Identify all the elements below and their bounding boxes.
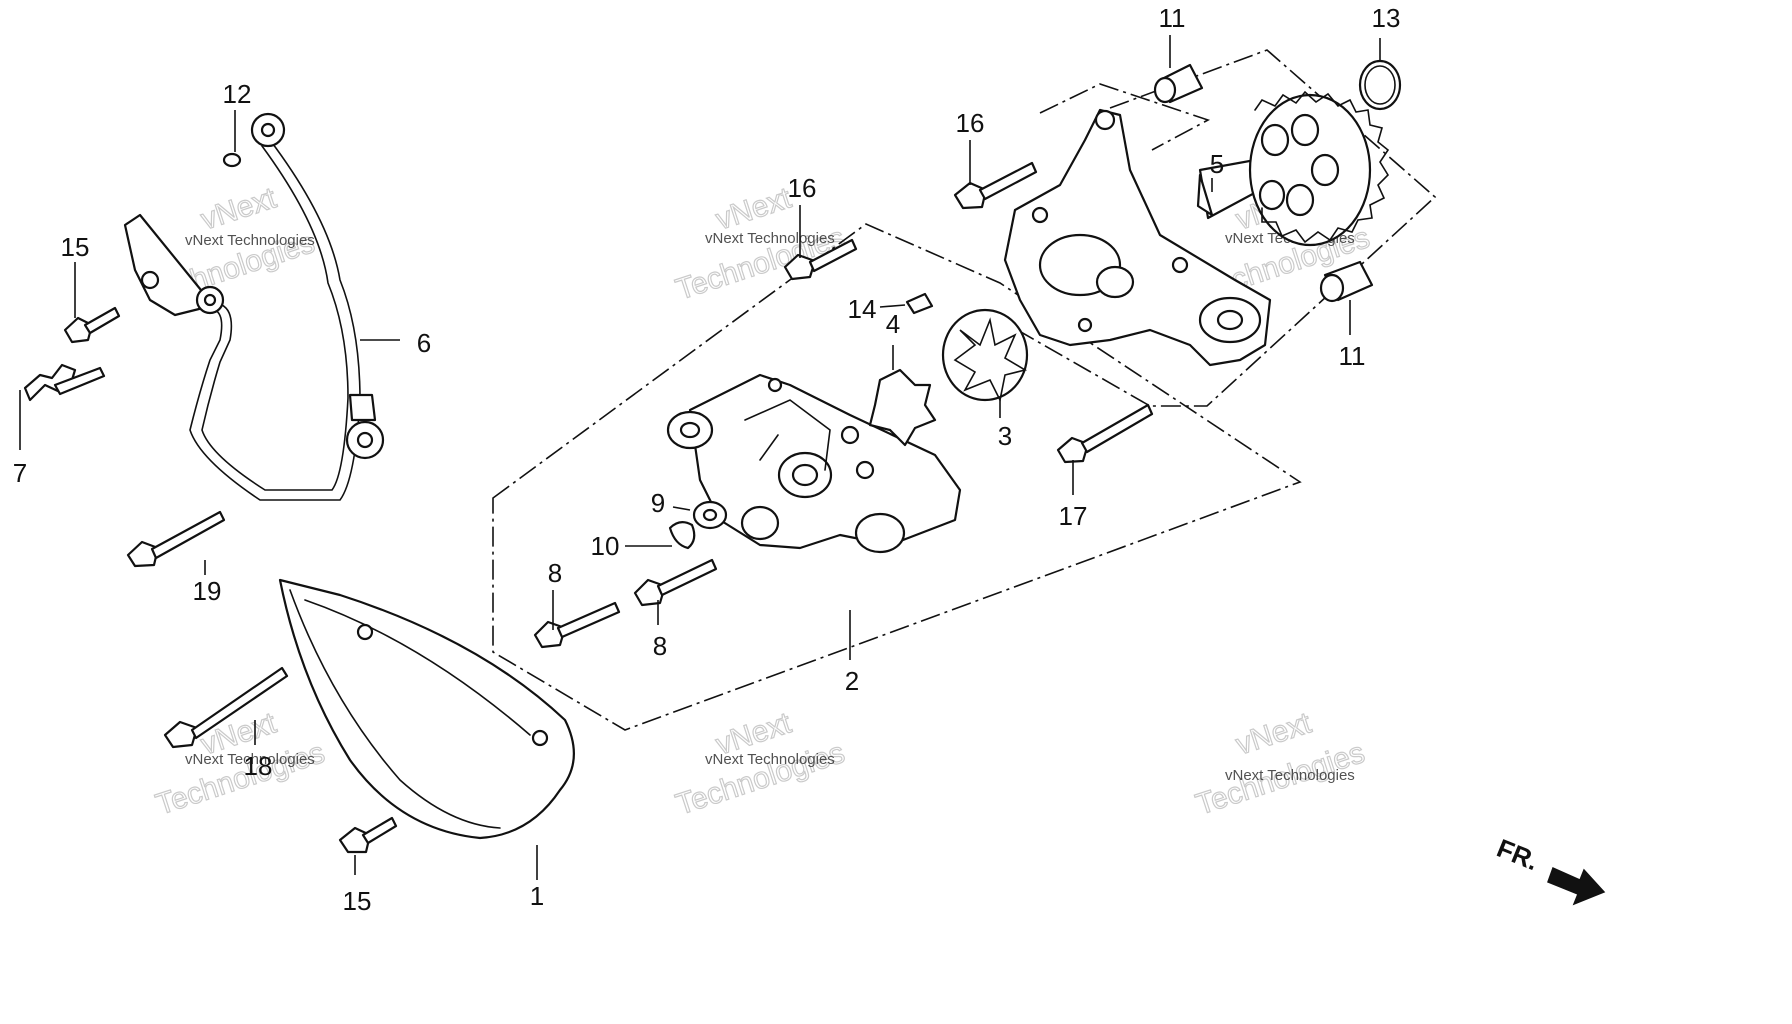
- callout-16b: 16: [788, 173, 817, 203]
- part-17-bolt: [1056, 403, 1154, 464]
- callout-8a: 8: [548, 558, 562, 588]
- part-13-o-ring: [1358, 59, 1402, 111]
- pump-assembly-boundary: [492, 223, 1302, 731]
- callout-14: 14: [848, 294, 877, 324]
- part-15-bolt-bottom: [338, 816, 398, 854]
- svg-text:vNext Technologies: vNext Technologies: [1225, 767, 1355, 784]
- svg-text:vNext: vNext: [197, 181, 281, 236]
- part-7-bolt: [23, 363, 106, 402]
- part-4-inner-rotor: [868, 368, 937, 447]
- part-2-pump-body: [666, 373, 962, 554]
- part-8-bolt-right: [633, 558, 718, 607]
- callout-15a: 15: [61, 232, 90, 262]
- callout-8b: 8: [653, 631, 667, 661]
- part-18-bolt: [163, 666, 289, 749]
- svg-text:vNext Technologies: vNext Technologies: [705, 230, 835, 247]
- callout-19: 19: [193, 576, 222, 606]
- svg-text:vNext Technologies: vNext Technologies: [185, 751, 315, 768]
- gear-assembly-boundary: [999, 49, 1437, 407]
- callout-6: 6: [417, 328, 431, 358]
- watermark-bottom-center: vNext Technologies vNext Technologies: [671, 706, 849, 822]
- part-15-bolt-top: [63, 306, 121, 344]
- callout-11b: 11: [1339, 341, 1366, 371]
- callout-labels: 1 2 3 4 5 6 7 8 8 9 10 11 11 12 13 14 15…: [13, 3, 1401, 916]
- part-11-dowel-right: [1319, 260, 1374, 303]
- callout-3: 3: [998, 421, 1012, 451]
- part-19-bolt: [126, 510, 226, 568]
- callout-11a: 11: [1159, 3, 1186, 33]
- watermark-bottom-right: vNext Technologies vNext Technologies: [1191, 706, 1369, 822]
- part-8-bolt-left: [533, 601, 621, 649]
- part-1-guard-plate: [278, 578, 575, 840]
- part-bracket-left: [123, 213, 225, 317]
- callout-17: 17: [1059, 501, 1088, 531]
- callout-1: 1: [530, 881, 544, 911]
- callout-2: 2: [845, 666, 859, 696]
- watermark-top-center: vNext Technologies vNext Technologies: [671, 181, 849, 307]
- part-11-dowel-top: [1153, 63, 1204, 104]
- svg-text:vNext Technologies: vNext Technologies: [185, 232, 315, 249]
- part-12-washer: [222, 152, 242, 168]
- part-pump-gear: [1248, 90, 1390, 247]
- callout-16a: 16: [956, 108, 985, 138]
- part-16-bolt-upper: [953, 161, 1038, 210]
- callout-12: 12: [223, 79, 252, 109]
- part-16-bolt-lower: [783, 238, 858, 281]
- front-direction-label: FR.: [1493, 833, 1543, 877]
- callout-15b: 15: [343, 886, 372, 916]
- part-3-outer-rotor: [941, 308, 1029, 403]
- leader-lines: [19, 35, 1381, 880]
- part-9-washer: [692, 500, 728, 530]
- part-6-oil-pipe: [189, 112, 385, 501]
- callout-9: 9: [651, 488, 665, 518]
- callout-10: 10: [591, 531, 620, 561]
- pump-cover-boundary: [1039, 83, 1211, 151]
- callout-13: 13: [1372, 3, 1401, 33]
- callout-18: 18: [244, 751, 273, 781]
- svg-text:vNext: vNext: [712, 181, 796, 236]
- part-10-clip: [668, 521, 696, 550]
- part-14-pin: [905, 292, 934, 315]
- front-direction-arrow-icon: [1547, 866, 1606, 906]
- callout-5: 5: [1210, 149, 1224, 179]
- callout-7: 7: [13, 458, 27, 488]
- front-direction-indicator: FR.: [1493, 833, 1606, 906]
- callout-4: 4: [886, 309, 900, 339]
- part-pump-cover-plate: [1003, 108, 1272, 367]
- svg-text:vNext Technologies: vNext Technologies: [705, 751, 835, 768]
